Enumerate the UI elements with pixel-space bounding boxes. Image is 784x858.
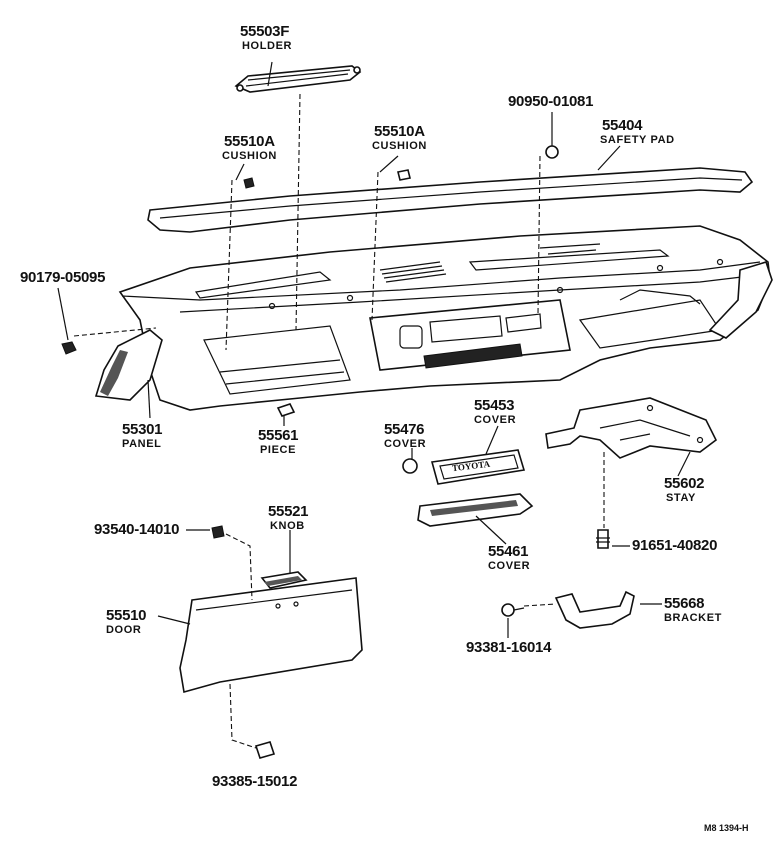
cushion-a-number: 55510A	[224, 133, 275, 150]
screw-door-part	[254, 741, 276, 759]
safety-pad-name: SAFETY PAD	[600, 134, 675, 146]
safety-pad-number: 55404	[602, 117, 643, 134]
bracket-name: BRACKET	[664, 612, 722, 624]
footer-code: M8 1394-H	[704, 823, 749, 833]
cover-b-name: COVER	[474, 414, 517, 426]
cushion-b-number: 55510A	[374, 123, 425, 140]
bolt-top-part	[545, 145, 559, 159]
screw-bracket-part	[501, 603, 525, 617]
clip-left-number: 90179-05095	[20, 269, 106, 286]
bolt-stay-part	[596, 529, 610, 549]
panel-part	[94, 329, 163, 401]
cover-c-name: COVER	[488, 560, 531, 572]
bolt-stay-number: 91651-40820	[632, 537, 718, 554]
cover-a-number: 55476	[384, 421, 425, 438]
holder-name: HOLDER	[242, 40, 293, 52]
piece-part	[276, 403, 296, 417]
safety-pad-part	[147, 167, 754, 233]
stay-name: STAY	[666, 492, 696, 504]
piece-number: 55561	[258, 427, 299, 444]
bracket-number: 55668	[664, 595, 705, 612]
knob-number: 55521	[268, 503, 309, 520]
speaker-grille	[379, 261, 447, 283]
door-name: DOOR	[106, 624, 142, 636]
stay-number: 55602	[664, 475, 705, 492]
cover-b-number: 55453	[474, 397, 515, 414]
cushion-a-name: CUSHION	[222, 150, 277, 162]
piece-name: PIECE	[260, 444, 297, 456]
cushion-b-name: CUSHION	[372, 140, 427, 152]
stay-part	[545, 397, 718, 459]
holder-part	[234, 65, 362, 93]
cover-c-part	[417, 493, 534, 527]
dashboard-body	[118, 225, 773, 411]
panel-number: 55301	[122, 421, 163, 438]
screw-knob-part	[211, 525, 225, 539]
knob-name: KNOB	[270, 520, 305, 532]
screw-door-number: 93385-15012	[212, 773, 298, 790]
cover-c-number: 55461	[488, 543, 529, 560]
bracket-part	[554, 590, 635, 629]
bolt-top-number: 90950-01081	[508, 93, 594, 110]
door-part	[179, 577, 363, 694]
cushion-parts	[243, 169, 411, 189]
screw-bracket-number: 93381-16014	[466, 639, 552, 656]
clip-part	[61, 341, 77, 355]
leader-lines	[57, 61, 691, 749]
holder-number: 55503F	[240, 23, 290, 40]
cover-a-name: COVER	[384, 438, 427, 450]
panel-name: PANEL	[122, 438, 162, 450]
door-number: 55510	[106, 607, 147, 624]
cover-b-part	[430, 449, 526, 485]
screw-knob-number: 93540-14010	[94, 521, 180, 538]
cover-a-part	[402, 458, 418, 474]
knob-part	[260, 571, 308, 589]
